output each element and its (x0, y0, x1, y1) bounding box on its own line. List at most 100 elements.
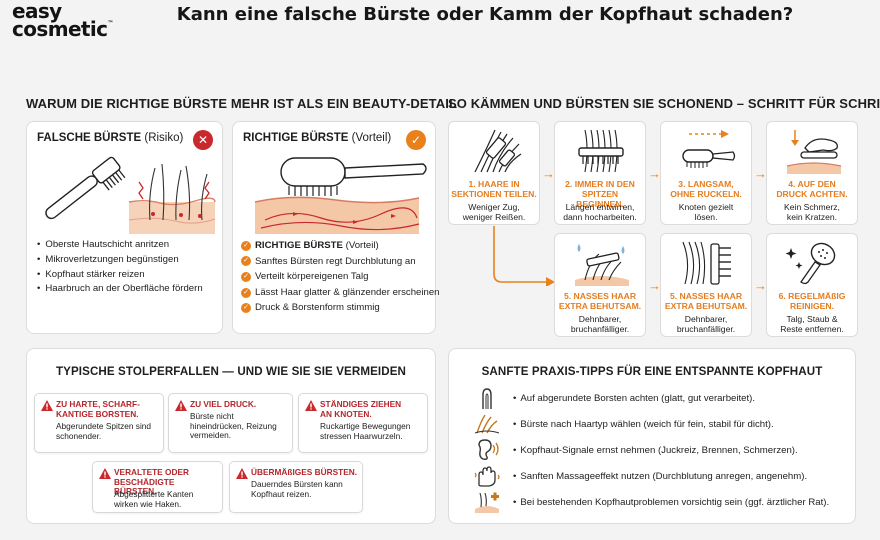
step-title: 1. HAARE IN SEKTIONEN TEILEN. (451, 179, 537, 199)
tip-item: Kopfhaut-Signale ernst nehmen (Juckreiz,… (473, 439, 798, 461)
wrong-brush-list: Oberste Hautschicht anritzen Mikroverlet… (37, 238, 203, 297)
check-icon: ✓ (241, 287, 251, 298)
step-title: 3. LANGSAM, OHNE RUCKELN. (670, 179, 742, 199)
step-card: 6. REGELMÄßIG REINIGEN. Talg, Staub & Re… (766, 233, 858, 337)
check-icon: ✓ (406, 130, 426, 150)
pitfall-title: VERALTETE ODER BESCHÄDIGTE BÜRSTEN. (114, 467, 189, 497)
tip-text: Kopfhaut-Signale ernst nehmen (Juckreiz,… (513, 445, 797, 456)
tip-text: Auf abgerundete Borsten achten (glatt, g… (513, 393, 755, 404)
step-title: 5. NASSES HAAR EXTRA BEHUTSAM. (664, 291, 748, 311)
wrong-brush-title: FALSCHE BÜRSTE (Risiko) (37, 132, 184, 144)
pitfall-description: Dauerndes Bürsten kann Kopfhaut reizen. (251, 479, 343, 499)
section-heading-steps: SO KÄMMEN UND BÜRSTEN SIE SCHONEND – SCH… (448, 96, 880, 111)
hair-type-icon (474, 414, 500, 434)
clean-brush-icon (785, 242, 836, 285)
list-item: Kopfhaut stärker reizen (37, 268, 203, 283)
wrong-brush-card: FALSCHE BÜRSTE (Risiko) ✕ Oberste Hautsc… (26, 121, 223, 334)
pitfall-title: ZU VIEL DRUCK. (190, 399, 257, 409)
check-icon: ✓ (241, 256, 251, 267)
check-icon: ✓ (241, 271, 251, 282)
brush-motion-icon (682, 130, 736, 168)
arrow-right-icon: → (754, 166, 767, 181)
massage-hand-icon (474, 466, 500, 487)
step-card: 4. AUF DEN DRUCK ACHTEN. Kein Schmerz, k… (766, 121, 858, 225)
step-card: 3. LANGSAM, OHNE RUCKELN. Knoten gezielt… (660, 121, 752, 225)
step-description: Längen entwirren, dann hocharbeiten. (563, 202, 637, 222)
tip-text: Sanften Massageeffekt nutzen (Durchblutu… (513, 471, 807, 482)
arrow-right-icon: → (754, 278, 767, 293)
section-heading-why: WARUM DIE RICHTIGE BÜRSTE MEHR IST ALS E… (26, 96, 457, 111)
pitfall-card: VERALTETE ODER BESCHÄDIGTE BÜRSTEN. Abge… (92, 461, 223, 513)
right-brush-title: RICHTIGE BÜRSTE (Vorteil) (243, 132, 392, 144)
warning-icon (236, 468, 248, 479)
warning-icon (305, 400, 317, 411)
step-card: 5. NASSES HAAR EXTRA BEHUTSAM. Dehnbarer… (554, 233, 646, 337)
pitfall-description: Abgesplitterte Kanten wirken wie Haken. (114, 489, 194, 509)
tip-text: Bürste nach Haartyp wählen (weich für fe… (513, 419, 773, 430)
hair-sections-icon (474, 129, 522, 173)
branch-arrow-icon (493, 226, 555, 286)
pitfall-card: ZU HARTE, SCHARF- KANTIGE BORSTEN. Abger… (34, 393, 164, 453)
pitfall-card: STÄNDIGES ZIEHEN AN KNOTEN. Ruckartige B… (298, 393, 428, 453)
scalp-circulation-illustration-icon (254, 157, 427, 234)
tip-item: Bei bestehenden Kopfhautproblemen vorsic… (473, 491, 829, 513)
step-title: 4. AUF DEN DRUCK ACHTEN. (776, 179, 848, 199)
list-item: ✓RICHTIGE BÜRSTE (Vorteil) (241, 238, 440, 254)
section-heading-pitfalls: TYPISCHE STOLPERFALLEN — UND WIE SIE SIE… (55, 365, 407, 378)
scalp-scratch-illustration-icon (45, 156, 216, 234)
comb-icon (578, 129, 624, 173)
pitfall-description: Abgerundete Spitzen sind schonender. (56, 421, 152, 441)
pitfall-card: ÜBERMÄßIGES BÜRSTEN. Dauerndes Bürsten k… (229, 461, 363, 513)
step-title: 6. REGELMÄßIG REINIGEN. (778, 291, 846, 311)
list-item: ✓Verteilt körpereigenen Talg (241, 269, 440, 285)
tip-item: Auf abgerundete Borsten achten (glatt, g… (473, 387, 755, 409)
arrow-right-icon: → (648, 278, 661, 293)
warning-icon (41, 400, 53, 411)
warning-icon (99, 468, 111, 479)
pitfall-title: ÜBERMÄßIGES BÜRSTEN. (251, 467, 358, 477)
brand-line-1: easy (12, 0, 62, 23)
step-description: Talg, Staub & Reste entfernen. (780, 314, 844, 334)
pitfall-card: ZU VIEL DRUCK. Bürste nicht hineindrücke… (168, 393, 293, 453)
list-item: Haarbruch an der Oberfläche fördern (37, 282, 202, 297)
step-title: 5. NASSES HAAR EXTRA BEHUTSAM. (558, 291, 642, 311)
pitfall-title: STÄNDIGES ZIEHEN AN KNOTEN. (320, 399, 402, 419)
step-description: Kein Schmerz, kein Kratzen. (784, 202, 840, 222)
list-item: ✓Lässt Haar glatter & glänzender erschei… (241, 285, 440, 301)
wet-comb-icon (575, 244, 629, 286)
brand-trademark: ™ (107, 19, 114, 27)
scalp-care-icon (475, 492, 499, 513)
step-title: 2. IMMER IN DEN SPITZEN BEGINNEN. (565, 179, 635, 209)
list-item: ✓Sanftes Bürsten regt Durchblutung an (241, 254, 440, 270)
pitfall-description: Ruckartige Bewegungen stressen Haarwurze… (320, 421, 411, 441)
page-title: Kann eine falsche Bürste oder Kamm der K… (176, 4, 794, 25)
step-description: Knoten gezielt lösen. (678, 202, 734, 222)
pitfall-title: ZU HARTE, SCHARF- KANTIGE BORSTEN. (56, 399, 140, 419)
list-item: Oberste Hautschicht anritzen (37, 238, 203, 253)
step-description: Weniger Zug, weniger Reißen. (462, 202, 526, 222)
arrow-right-icon: → (648, 166, 661, 181)
check-icon: ✓ (241, 240, 251, 251)
list-item: Mikroverletzungen begünstigen (37, 253, 203, 268)
tip-item: Bürste nach Haartyp wählen (weich für fe… (473, 413, 774, 435)
ear-signal-icon (478, 439, 499, 460)
right-brush-list: ✓RICHTIGE BÜRSTE (Vorteil) ✓Sanftes Bürs… (241, 238, 440, 316)
section-heading-tips: SANFTE PRAXIS-TIPPS FÜR EINE ENTSPANNTE … (481, 365, 823, 378)
tips-card: SANFTE PRAXIS-TIPPS FÜR EINE ENTSPANNTE … (448, 348, 856, 524)
check-icon: ✓ (241, 303, 251, 314)
arrow-right-icon: → (542, 166, 555, 181)
hand-pressure-icon (786, 130, 842, 174)
step-card: 5. NASSES HAAR EXTRA BEHUTSAM. Dehnbarer… (660, 233, 752, 337)
list-item: ✓Druck & Borstenform stimmig (241, 300, 440, 316)
step-description: Dehnbarer, bruchanfälliger. (570, 314, 630, 334)
step-description: Dehnbarer, bruchanfälliger. (676, 314, 736, 334)
x-icon: ✕ (193, 130, 213, 150)
brand-logo: easy cosmetic™ (12, 0, 114, 41)
pitfall-description: Bürste nicht hineindrücken, Reizung verm… (190, 411, 277, 441)
brand-line-2: cosmetic (12, 16, 108, 41)
wide-comb-icon (682, 241, 731, 285)
right-brush-card: RICHTIGE BÜRSTE (Vorteil) ✓ ✓RICHTIGE BÜ… (232, 121, 440, 334)
step-card: 2. IMMER IN DEN SPITZEN BEGINNEN. Längen… (554, 121, 646, 225)
step-card: 1. HAARE IN SEKTIONEN TEILEN. Weniger Zu… (448, 121, 540, 225)
bristle-tip-icon (482, 388, 492, 409)
